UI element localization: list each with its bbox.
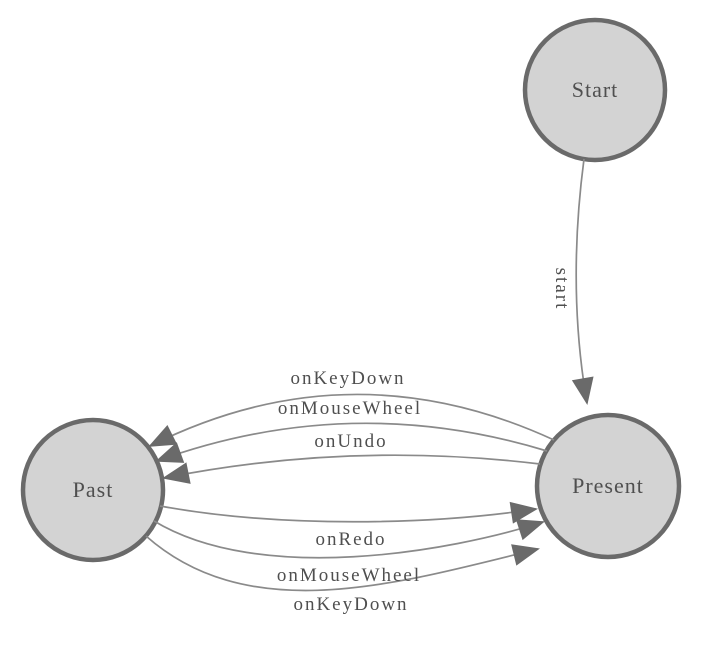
state-node-label-past: Past [73, 477, 114, 502]
transition-label: onKeyDown [293, 594, 408, 615]
edges-layer [145, 158, 594, 592]
transition-edge-present-past [148, 393, 555, 447]
transition-label: onRedo [315, 529, 386, 550]
transition-edge-past-present [153, 519, 545, 559]
state-node-start: Start [522, 17, 668, 163]
transition-edge-present-past [162, 454, 541, 484]
transition-label: onMouseWheel [277, 565, 421, 586]
state-node-label-present: Present [572, 473, 644, 498]
state-circle-past[interactable] [20, 417, 166, 563]
transition-edge-start-present [571, 158, 594, 405]
transition-label: onKeyDown [290, 368, 405, 389]
transition-label: start [551, 268, 572, 311]
transition-label: onMouseWheel [278, 398, 422, 419]
transition-edge-past-present [159, 501, 538, 524]
transition-label: onUndo [314, 431, 387, 452]
state-node-label-start: Start [572, 77, 619, 102]
state-node-past: Past [20, 417, 166, 563]
edge-labels-layer: start onKeyDown onMouseWheel onUndo onRedo on… [277, 268, 572, 615]
state-node-present: Present [534, 412, 682, 560]
state-circle-present[interactable] [534, 412, 682, 560]
transition-edge-present-past [155, 422, 548, 463]
transition-edge-past-present [145, 535, 540, 592]
state-circle-start[interactable] [522, 17, 668, 163]
